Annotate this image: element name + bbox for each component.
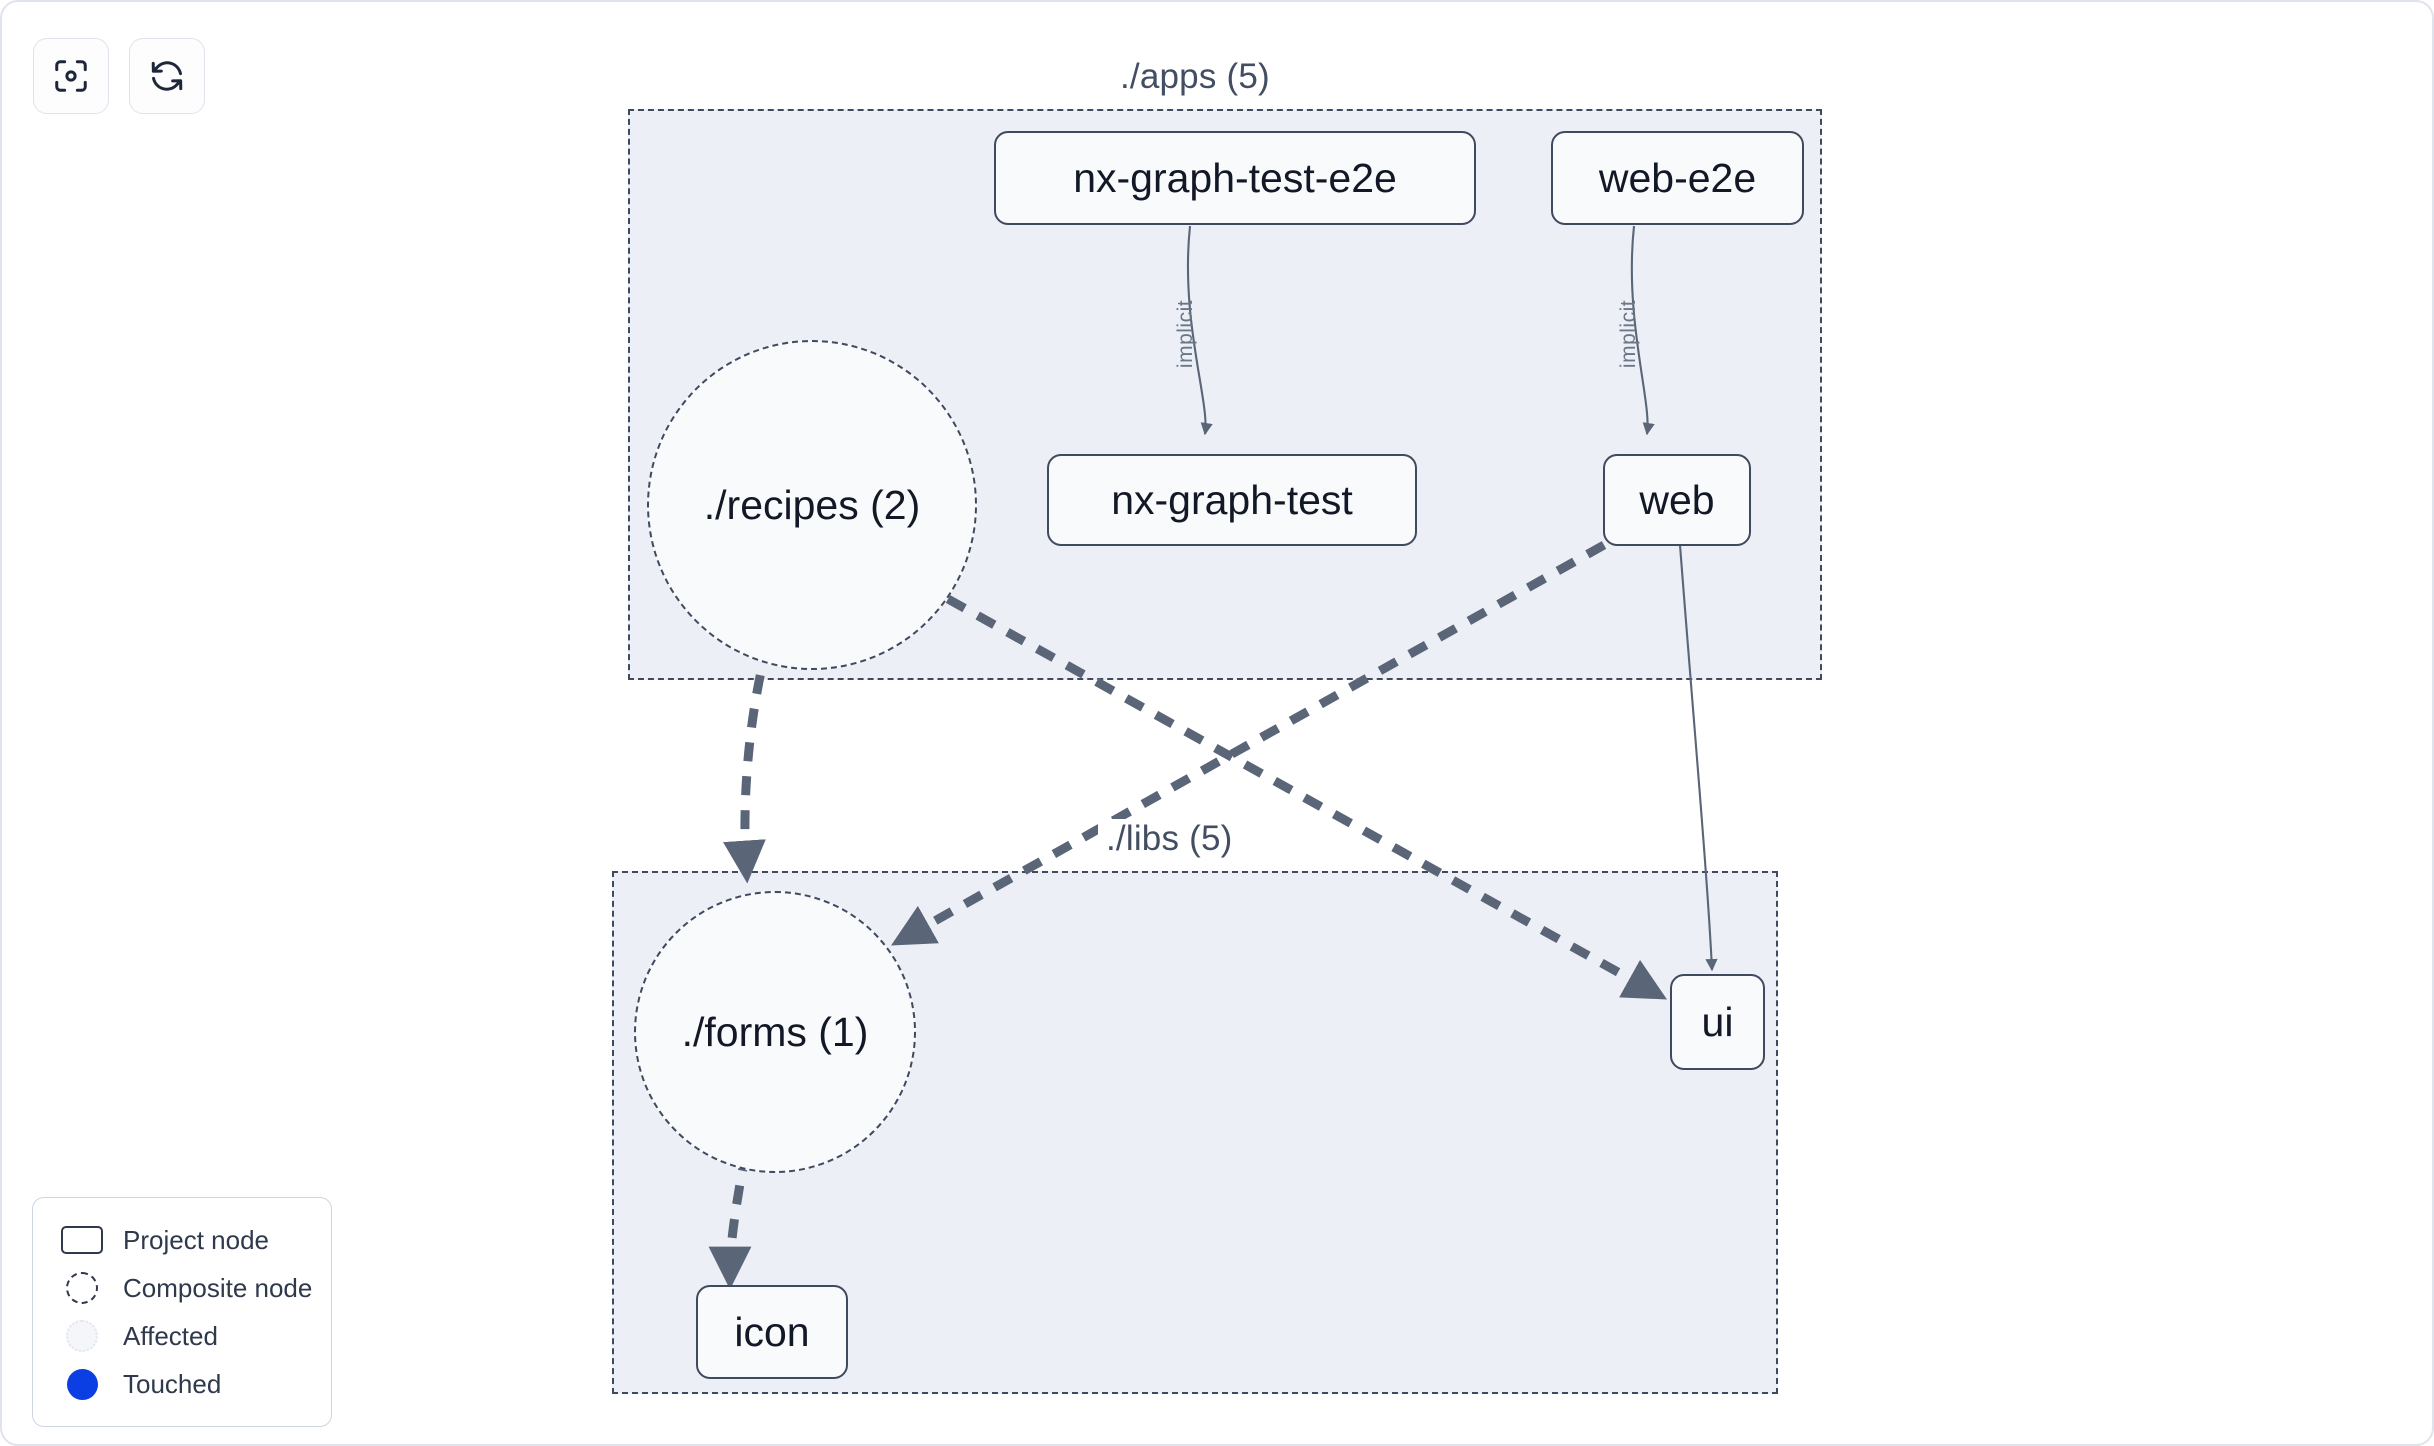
focus-graph-button[interactable] (33, 38, 109, 114)
legend-label-project-node: Project node (123, 1224, 269, 1255)
project-node-swatch (55, 1226, 109, 1254)
refresh-graph-button[interactable] (129, 38, 205, 114)
refresh-icon (148, 57, 186, 95)
graph-toolbar (33, 38, 205, 114)
node-nx-graph-test[interactable]: nx-graph-test (1047, 454, 1417, 546)
graph-legend: Project node Composite node Affected Tou… (32, 1197, 332, 1427)
legend-item-composite-node: Composite node (55, 1264, 313, 1312)
node-recipes[interactable]: ./recipes (2) (647, 340, 977, 670)
affected-node-swatch (55, 1320, 109, 1352)
node-icon[interactable]: icon (696, 1285, 848, 1379)
legend-label-composite-node: Composite node (123, 1272, 313, 1303)
node-nx-graph-test-e2e[interactable]: nx-graph-test-e2e (994, 131, 1476, 225)
edge-label-implicit-nx-graph-test: implicit (1174, 299, 1198, 369)
group-libs-label: ./libs (5) (1098, 819, 1241, 859)
composite-node-swatch (55, 1272, 109, 1304)
legend-item-affected: Affected (55, 1312, 311, 1360)
touched-node-swatch (55, 1368, 109, 1400)
node-web-e2e[interactable]: web-e2e (1551, 131, 1804, 225)
legend-item-touched: Touched (55, 1360, 311, 1408)
node-forms[interactable]: ./forms (1) (634, 891, 916, 1173)
legend-item-project-node: Project node (55, 1216, 311, 1264)
node-ui[interactable]: ui (1670, 974, 1765, 1070)
select-target-icon (52, 57, 90, 95)
node-web[interactable]: web (1603, 454, 1751, 546)
legend-label-touched: Touched (123, 1368, 222, 1399)
group-apps-label: ./apps (5) (1112, 57, 1278, 97)
edge-label-implicit-web: implicit (1617, 299, 1641, 369)
legend-label-affected: Affected (123, 1320, 218, 1351)
